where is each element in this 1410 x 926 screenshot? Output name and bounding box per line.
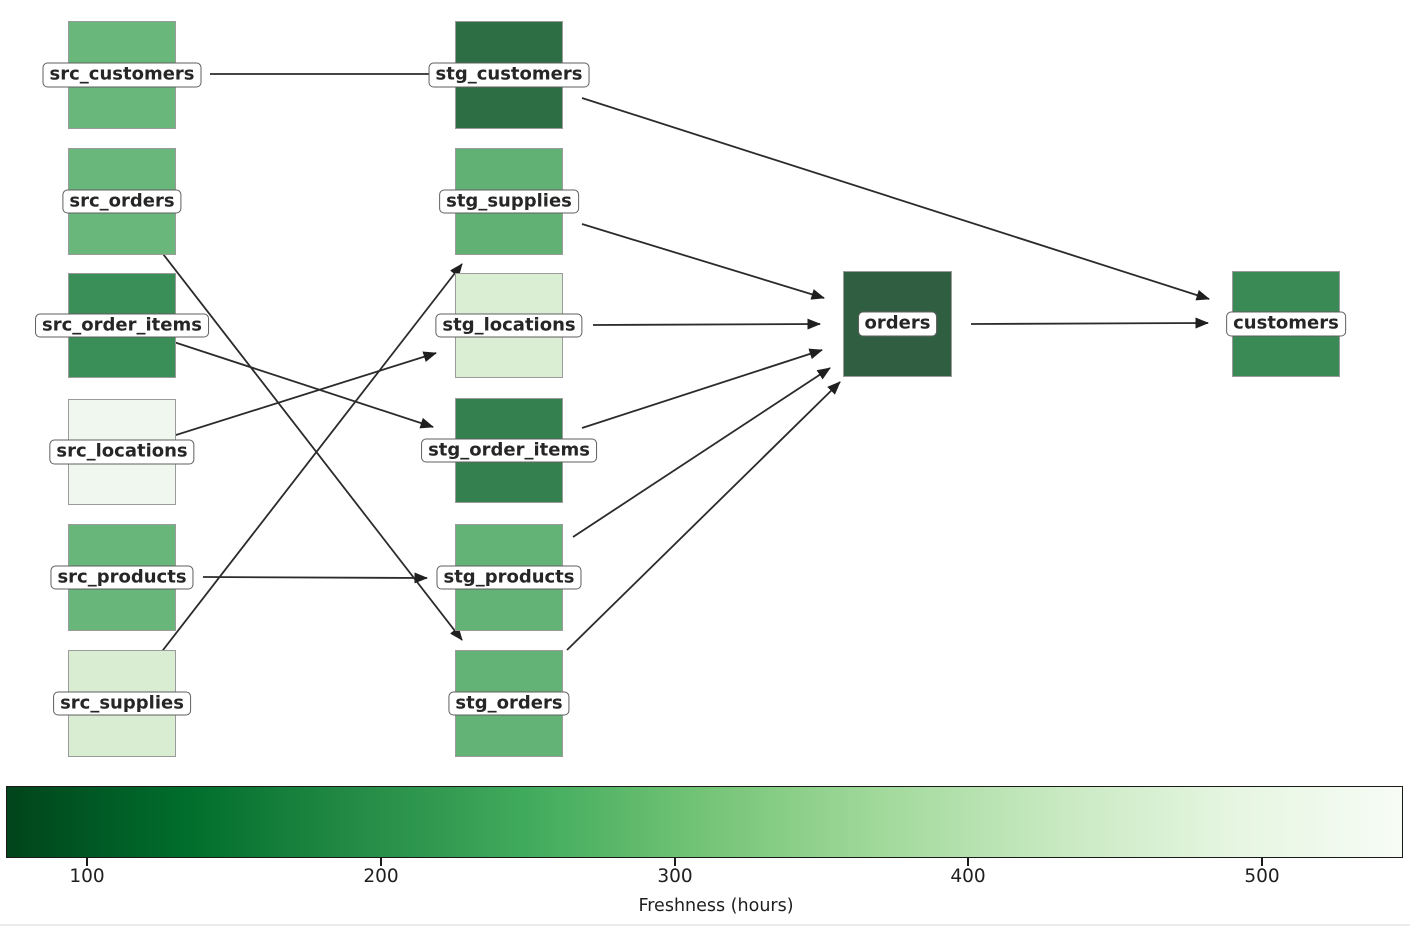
node-label-src_orders: src_orders xyxy=(62,189,182,214)
colorbar-axis-label: Freshness (hours) xyxy=(638,896,794,916)
node-label-stg_products: stg_products xyxy=(436,565,582,590)
bottom-rule xyxy=(0,924,1410,926)
edge-stg_customers-customers xyxy=(581,97,1210,301)
node-label-src_locations: src_locations xyxy=(49,439,195,465)
colorbar-tick-label-500: 500 xyxy=(1244,866,1280,887)
colorbar-tick-label-200: 200 xyxy=(363,866,399,887)
edge-src_products-stg_products xyxy=(202,572,428,584)
node-label-src_order_items: src_order_items xyxy=(35,313,209,338)
node-label-stg_customers: stg_customers xyxy=(428,62,590,88)
node-label-stg_supplies: stg_supplies xyxy=(439,189,579,214)
colorbar-tick-300 xyxy=(674,858,676,866)
edge-stg_locations-orders xyxy=(592,318,821,330)
node-label-stg_orders: stg_orders xyxy=(448,691,570,716)
node-label-stg_order_items: stg_order_items xyxy=(421,438,597,463)
colorbar-tick-100 xyxy=(86,858,88,866)
colorbar-tick-label-400: 400 xyxy=(950,866,986,887)
edge-src_supplies-stg_supplies xyxy=(121,263,463,704)
node-label-src_customers: src_customers xyxy=(42,62,202,88)
colorbar-tick-label-100: 100 xyxy=(69,866,105,887)
colorbar-tick-500 xyxy=(1261,858,1263,866)
edge-stg_orders-orders xyxy=(566,381,841,651)
colorbar-tick-400 xyxy=(967,858,969,866)
colorbar-tick-label-300: 300 xyxy=(657,866,693,887)
edge-stg_supplies-orders xyxy=(581,223,825,300)
colorbar-tick-200 xyxy=(380,858,382,866)
edge-stg_order_items-orders xyxy=(581,348,823,429)
node-label-src_products: src_products xyxy=(50,565,194,590)
node-label-src_supplies: src_supplies xyxy=(53,691,191,716)
node-label-stg_locations: stg_locations xyxy=(435,313,583,338)
node-label-orders: orders xyxy=(857,311,938,337)
colorbar-gradient xyxy=(6,786,1403,858)
edge-orders-customers xyxy=(970,317,1209,329)
node-label-customers: customers xyxy=(1226,311,1346,337)
edge-stg_products-orders xyxy=(572,367,831,538)
edge-src_orders-stg_orders xyxy=(121,200,463,641)
